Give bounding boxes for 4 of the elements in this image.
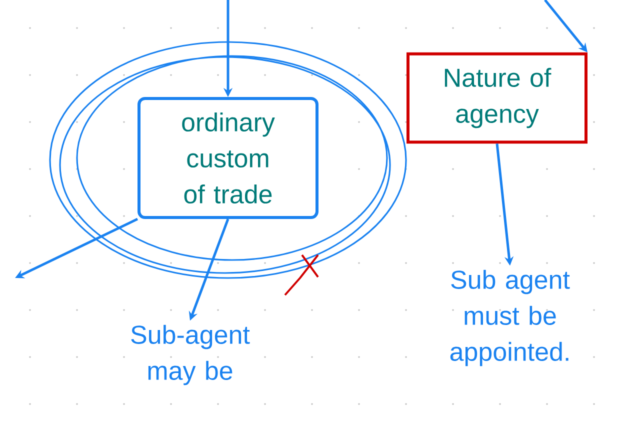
note-text: Sub agent must be appointed. (450, 270, 570, 366)
process-box: Nature of agency (406, 52, 588, 144)
process-box: ordinary custom of trade (138, 96, 318, 220)
note-text: Sub-agent may be (131, 324, 250, 386)
